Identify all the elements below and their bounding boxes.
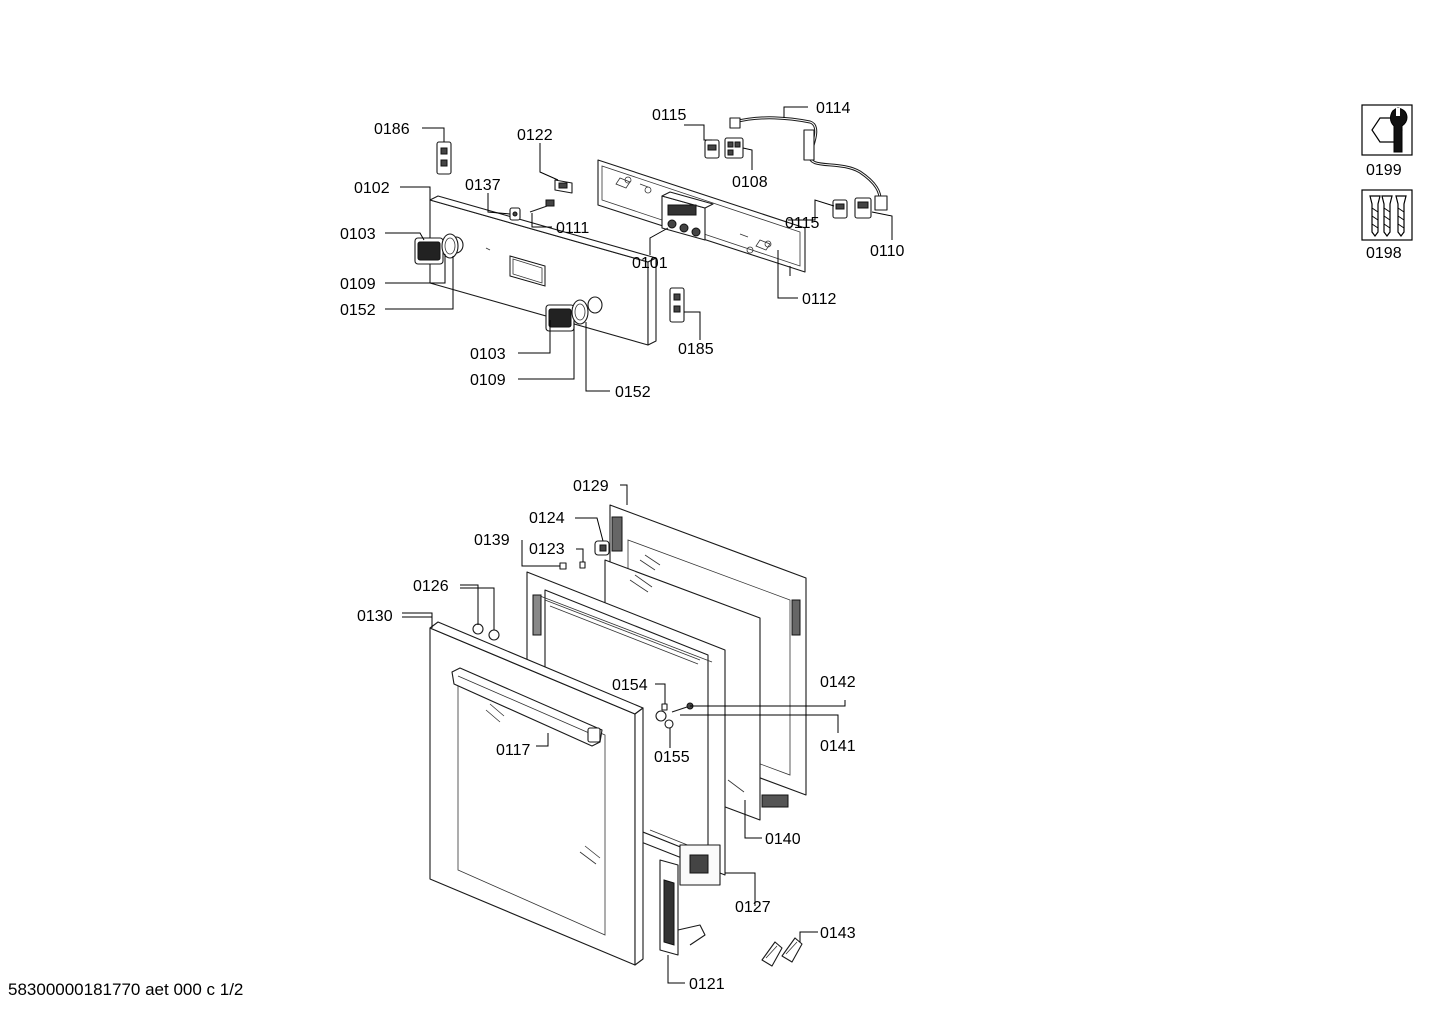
part-label-0122[interactable]: 0122	[517, 127, 553, 144]
part-label-0185[interactable]: 0185	[678, 341, 714, 358]
part-label-0139[interactable]: 0139	[474, 532, 510, 549]
part-label-0198[interactable]: 0198	[1366, 245, 1402, 262]
part-label-0114[interactable]: 0114	[816, 100, 851, 117]
control-panel-assembly: 0186 0122 0115 0114 0102 0137 0108 0111 …	[340, 100, 905, 401]
wire-harness-part[interactable]	[729, 116, 888, 211]
part-label-0155[interactable]: 0155	[654, 749, 690, 766]
part-label-0141[interactable]: 0141	[820, 738, 856, 755]
part-label-0111[interactable]: 0111	[556, 220, 589, 237]
hinge-0121-part[interactable]	[659, 844, 721, 956]
display-module-part[interactable]	[661, 191, 714, 241]
connector-0115-top-part[interactable]	[704, 139, 720, 159]
door-labels: 0129 0124 0139 0123 0126 0130 0154 0142 …	[357, 478, 856, 993]
bracket-0185-part[interactable]	[669, 287, 685, 323]
connector-0108-part[interactable]	[724, 137, 744, 159]
part-label-0127[interactable]: 0127	[735, 899, 771, 916]
part-label-0137[interactable]: 0137	[465, 177, 501, 194]
screws-icon[interactable]	[1361, 189, 1413, 241]
part-label-0121[interactable]: 0121	[689, 976, 725, 993]
screw-0123-part[interactable]	[579, 561, 586, 569]
part-label-0109[interactable]: 0109	[470, 372, 506, 389]
part-label-0130[interactable]: 0130	[357, 608, 393, 625]
part-label-0101[interactable]: 0101	[632, 255, 668, 272]
part-label-0142[interactable]: 0142	[820, 674, 856, 691]
part-label-0124[interactable]: 0124	[529, 510, 565, 527]
part-label-0117[interactable]: 0117	[496, 742, 531, 759]
part-label-0115[interactable]: 0115	[652, 107, 687, 124]
fascia-panel-part[interactable]	[429, 195, 657, 346]
part-label-0154[interactable]: 0154	[612, 677, 648, 694]
part-label-0112[interactable]: 0112	[802, 291, 837, 308]
part-label-0108[interactable]: 0108	[732, 174, 768, 191]
part-label-0152[interactable]: 0152	[340, 302, 376, 319]
connector-0115-right-part[interactable]	[832, 199, 848, 219]
part-label-0103[interactable]: 0103	[470, 346, 506, 363]
connector-0110-part[interactable]	[854, 197, 872, 219]
part-label-0199[interactable]: 0199	[1366, 162, 1402, 179]
screw-0154-part[interactable]	[661, 703, 668, 711]
part-label-0109[interactable]: 0109	[340, 276, 376, 293]
knob-left-part[interactable]	[414, 233, 459, 265]
document-code: 58300000181770 aet 000 c 1/2	[8, 980, 244, 999]
bracket-0122-part[interactable]	[554, 179, 573, 194]
outer-door-0130-part[interactable]	[429, 621, 644, 966]
washer-0155-part[interactable]	[655, 710, 674, 729]
control-panel-labels: 0186 0122 0115 0114 0102 0137 0108 0111 …	[340, 100, 905, 401]
part-label-0102[interactable]: 0102	[354, 180, 390, 197]
screw-0111-part[interactable]	[529, 199, 555, 213]
buffer-0124-part[interactable]	[594, 540, 610, 556]
handle-0117-part[interactable]	[451, 667, 603, 747]
part-label-0115[interactable]: 0115	[785, 215, 820, 232]
control-panel-leaders	[385, 106, 893, 392]
knob-right-part[interactable]	[545, 299, 589, 332]
side-icons: 0199 0198	[1361, 104, 1413, 262]
part-label-0140[interactable]: 0140	[765, 831, 801, 848]
part-label-0126[interactable]: 0126	[413, 578, 449, 595]
part-label-0129[interactable]: 0129	[573, 478, 609, 495]
door-leaders	[402, 484, 846, 984]
part-label-0143[interactable]: 0143	[820, 925, 856, 942]
washer-0126-part[interactable]	[472, 623, 500, 641]
wrench-nut-icon[interactable]	[1361, 104, 1413, 156]
part-label-0110[interactable]: 0110	[870, 243, 905, 260]
part-label-0186[interactable]: 0186	[374, 121, 410, 138]
bracket-0186-part[interactable]	[436, 141, 452, 175]
door-assembly: 0129 0124 0139 0123 0126 0130 0154 0142 …	[357, 478, 856, 993]
part-label-0152[interactable]: 0152	[615, 384, 651, 401]
screw-0139-part[interactable]	[559, 562, 567, 570]
clip-0137-part[interactable]	[509, 207, 521, 221]
part-label-0103[interactable]: 0103	[340, 226, 376, 243]
part-label-0123[interactable]: 0123	[529, 541, 565, 558]
clips-0143-part[interactable]	[761, 937, 803, 967]
